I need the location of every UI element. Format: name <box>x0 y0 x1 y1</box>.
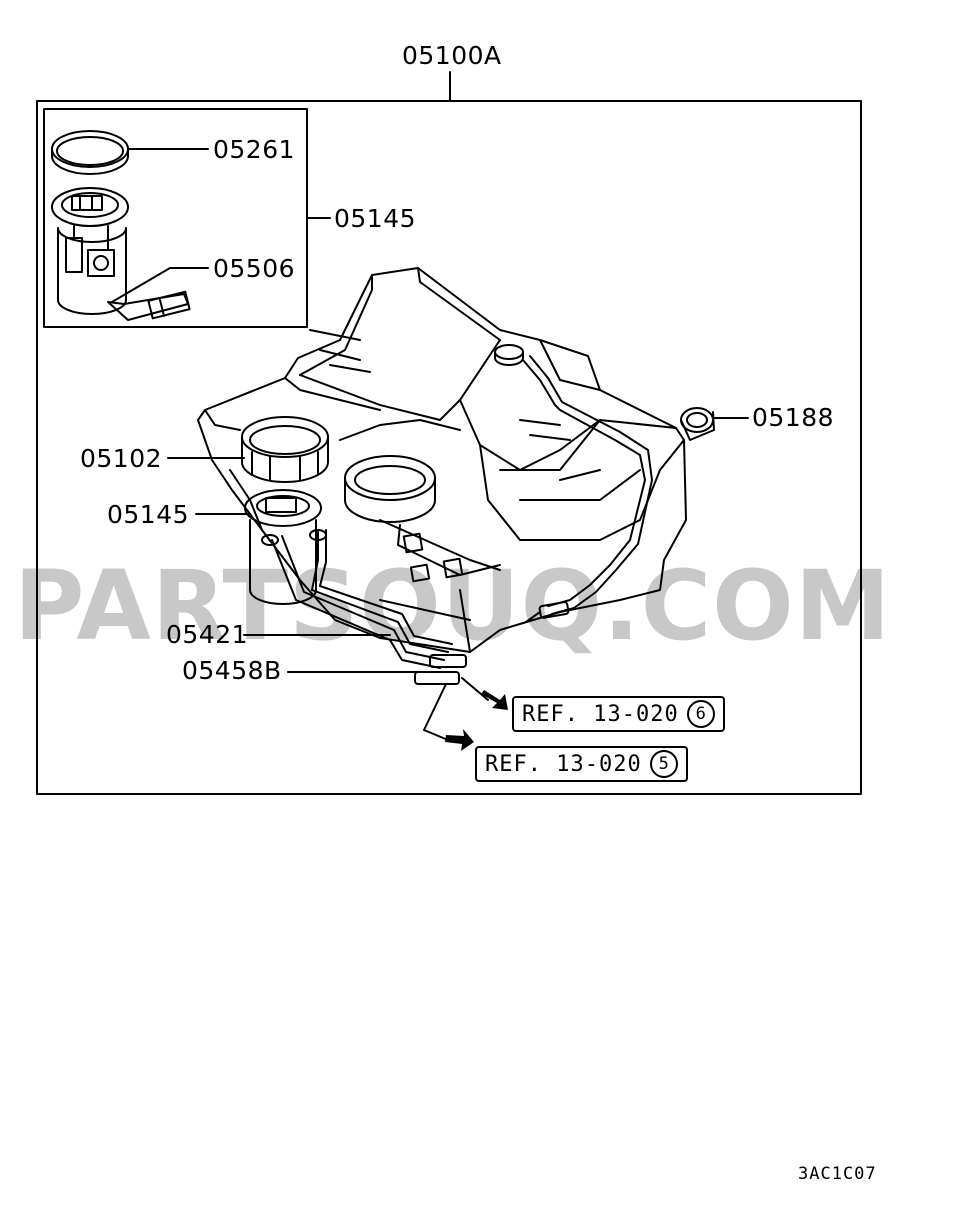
ref-box-13-020-6[interactable]: REF. 13-020 6 <box>512 696 725 732</box>
lock-ring-part <box>241 416 329 483</box>
part-label-05261[interactable]: 05261 <box>213 135 296 164</box>
part-label-05102[interactable]: 05102 <box>80 444 163 473</box>
part-label-05145-kit[interactable]: 05145 <box>334 204 417 233</box>
ref-circle-number: 5 <box>649 750 678 778</box>
seal-ring-part <box>51 130 129 175</box>
drawing-code: 3AC1C07 <box>798 1164 877 1184</box>
ref-leader-5 <box>423 683 449 741</box>
part-label-05421[interactable]: 05421 <box>166 620 249 649</box>
part-label-05506[interactable]: 05506 <box>213 254 296 283</box>
fuel-tank-part <box>197 267 687 653</box>
ref-text: REF. 13-020 <box>485 751 642 777</box>
ref-leader-6 <box>461 677 489 701</box>
ref-arrow-6 <box>481 690 508 710</box>
part-label-05145-tank[interactable]: 05145 <box>107 500 190 529</box>
part-label-05188[interactable]: 05188 <box>752 403 835 432</box>
fuel-sender-part <box>107 290 191 321</box>
filler-cap-part <box>680 407 715 441</box>
ref-text: REF. 13-020 <box>522 701 679 727</box>
fuel-lines-part <box>271 355 653 685</box>
ref-box-13-020-5[interactable]: REF. 13-020 5 <box>475 746 688 782</box>
assembly-label: 05100A <box>402 41 502 70</box>
tank-pump-module-part <box>244 489 327 605</box>
part-label-05458b[interactable]: 05458B <box>182 656 282 685</box>
ref-arrow-5 <box>445 729 474 751</box>
ref-circle-number: 6 <box>686 700 715 728</box>
fuel-pump-module-part <box>51 187 129 315</box>
